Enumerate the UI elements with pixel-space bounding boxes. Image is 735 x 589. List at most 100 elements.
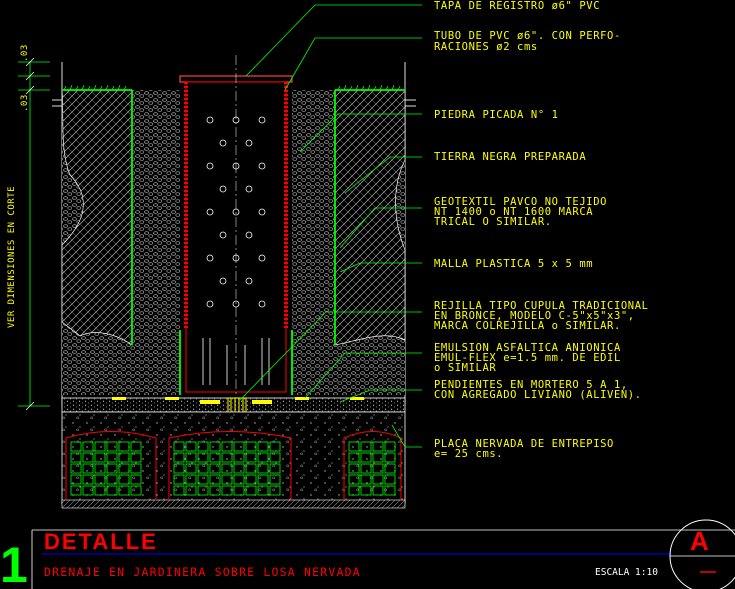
slab-block-cell	[221, 474, 233, 485]
slab-rib-outline	[168, 431, 292, 500]
perforation-hole	[232, 162, 240, 170]
dimension-top-b: .03	[20, 94, 30, 112]
perforation-hole	[232, 254, 240, 262]
annotations: TAPA DE REGISTRO ø6" PVC TUBO DE PVC ø6"…	[434, 0, 648, 460]
slab-block-cell	[245, 463, 257, 474]
title-block: 1 DETALLE DRENAJE EN JARDINERA SOBRE LOS…	[0, 519, 735, 589]
slab-rib-outline	[343, 431, 402, 500]
slab-block-cell	[197, 452, 209, 463]
annotation-pendientes-line2: CON AGREGADO LIVIANO (ALIVEN).	[434, 389, 642, 401]
perforation-hole	[258, 116, 266, 124]
perforation-hole	[206, 300, 214, 308]
slab-block-cell	[173, 485, 185, 496]
slab-block-cell	[348, 485, 360, 496]
slab-block-cell	[372, 463, 384, 474]
slab-block-cell	[384, 474, 396, 485]
slab-block-cell	[173, 463, 185, 474]
slab-block-cell	[348, 463, 360, 474]
annotation-emulsion-line1: EMULSION ASFALTICA ANIONICA	[434, 342, 621, 354]
grass-ticks	[63, 84, 401, 91]
leader-lines	[239, 4, 422, 448]
slab-block-cell	[269, 452, 281, 463]
pipe-bottom-slots	[202, 338, 270, 385]
slab-block-cell	[70, 485, 82, 496]
svg-text:GEOTEXTIL PAVCO NO TEJIDO: GEOTEXTIL PAVCO NO TEJIDO NT 1400 o NT 1…	[434, 196, 614, 228]
mortar-slope	[61, 397, 406, 413]
dimension-side-label: VER DIMENSIONES EN CORTE	[7, 186, 17, 328]
slab-block-cell	[106, 474, 118, 485]
slab-block-cell	[130, 463, 142, 474]
slab-block-cell	[233, 474, 245, 485]
slab-block-cell	[221, 485, 233, 496]
slab-block-cell	[130, 485, 142, 496]
slab-block-cell	[209, 485, 221, 496]
slab-block-cell	[360, 452, 372, 463]
slab-block-cell	[233, 485, 245, 496]
slab-block-cell	[106, 463, 118, 474]
annotation-pendientes-line1: PENDIENTES EN MORTERO 5 A 1,	[434, 379, 628, 391]
svg-text:PLACA NERVADA DE ENTREPISO: PLACA NERVADA DE ENTREPISO e= 25 cms.	[434, 438, 621, 460]
slab-block-cell	[209, 452, 221, 463]
slab-block-cell	[257, 474, 269, 485]
svg-text:MALLA PLASTICA 5 x 5 mm: MALLA PLASTICA 5 x 5 mm	[434, 258, 593, 270]
slab-block-cell	[106, 441, 118, 452]
slab-block-cell	[82, 463, 94, 474]
slab-block-cell	[209, 474, 221, 485]
slab-block-cell	[269, 441, 281, 452]
slab-blocks	[65, 431, 402, 500]
slab-block-cell	[118, 474, 130, 485]
slab-block-cell	[372, 452, 384, 463]
slab-block-cell	[348, 441, 360, 452]
slab-block-cell	[118, 485, 130, 496]
annotation-rejilla-line2: EN BRONCE, MODELO C-5"x5"x3",	[434, 310, 635, 322]
slab-block-cell	[82, 452, 94, 463]
annotation-emulsion-line3: o SIMILAR	[434, 362, 496, 374]
slab-block-cell	[70, 463, 82, 474]
perforation-hole	[245, 277, 253, 285]
slab-block-cell	[94, 441, 106, 452]
slab-block-cell	[348, 452, 360, 463]
annotation-piedra-picada: PIEDRA PICADA N° 1	[434, 109, 559, 121]
slab-block-cell	[173, 474, 185, 485]
sheet-letter: A	[690, 526, 709, 556]
slab-block-cell	[384, 463, 396, 474]
slab-block-cell	[372, 441, 384, 452]
detail-title: DETALLE	[44, 529, 158, 554]
annotation-malla-plastica: MALLA PLASTICA 5 x 5 mm	[434, 258, 593, 270]
slab-block-cell	[233, 463, 245, 474]
slab-block-cell	[257, 463, 269, 474]
svg-text:TIERRA NEGRA PREPARADA: TIERRA NEGRA PREPARADA	[434, 151, 586, 163]
slab-block-cell	[257, 452, 269, 463]
slab-block-cell	[197, 441, 209, 452]
svg-text:EMULSION ASFALTICA ANIONICA: EMULSION ASFALTICA ANIONICA EMUL-FLEX e=…	[434, 342, 628, 374]
slab-block-cell	[130, 452, 142, 463]
slab-block-cell	[94, 463, 106, 474]
perforation-hole	[219, 231, 227, 239]
annotation-placa-line1: PLACA NERVADA DE ENTREPISO	[434, 438, 614, 450]
slab-block-cell	[130, 441, 142, 452]
slab-block-cell	[173, 441, 185, 452]
perforation-hole	[219, 277, 227, 285]
slab-block-cell	[360, 463, 372, 474]
scale-label: ESCALA 1:10	[595, 567, 658, 578]
svg-text:PENDIENTES EN MORTERO 5 A 1,: PENDIENTES EN MORTERO 5 A 1, CON AGREGAD…	[434, 379, 642, 401]
annotation-tapa-registro: TAPA DE REGISTRO ø6" PVC	[434, 0, 600, 12]
slab-block-cell	[269, 463, 281, 474]
dimension-top-a: .03	[20, 44, 30, 62]
annotation-geotextil-line3: TRICAL O SIMILAR.	[434, 216, 552, 228]
annotation-tubo-pvc-line1: TUBO DE PVC ø6". CON PERFO-	[434, 30, 621, 42]
slab-block-cell	[173, 452, 185, 463]
slab-rib-outline	[65, 431, 157, 500]
slab-block-cell	[185, 474, 197, 485]
slab-block-cell	[94, 485, 106, 496]
perforation-hole	[219, 139, 227, 147]
annotation-geotextil-line2: NT 1400 o NT 1600 MARCA	[434, 206, 593, 218]
annotation-placa-line2: e= 25 cms.	[434, 448, 503, 460]
slab-block-cell	[70, 452, 82, 463]
slab-block-cell	[360, 441, 372, 452]
perforation-hole	[258, 254, 266, 262]
slab-block-cell	[221, 441, 233, 452]
slab-block-cell	[257, 441, 269, 452]
slab-block-cell	[130, 474, 142, 485]
pvc-pipe	[179, 55, 293, 400]
